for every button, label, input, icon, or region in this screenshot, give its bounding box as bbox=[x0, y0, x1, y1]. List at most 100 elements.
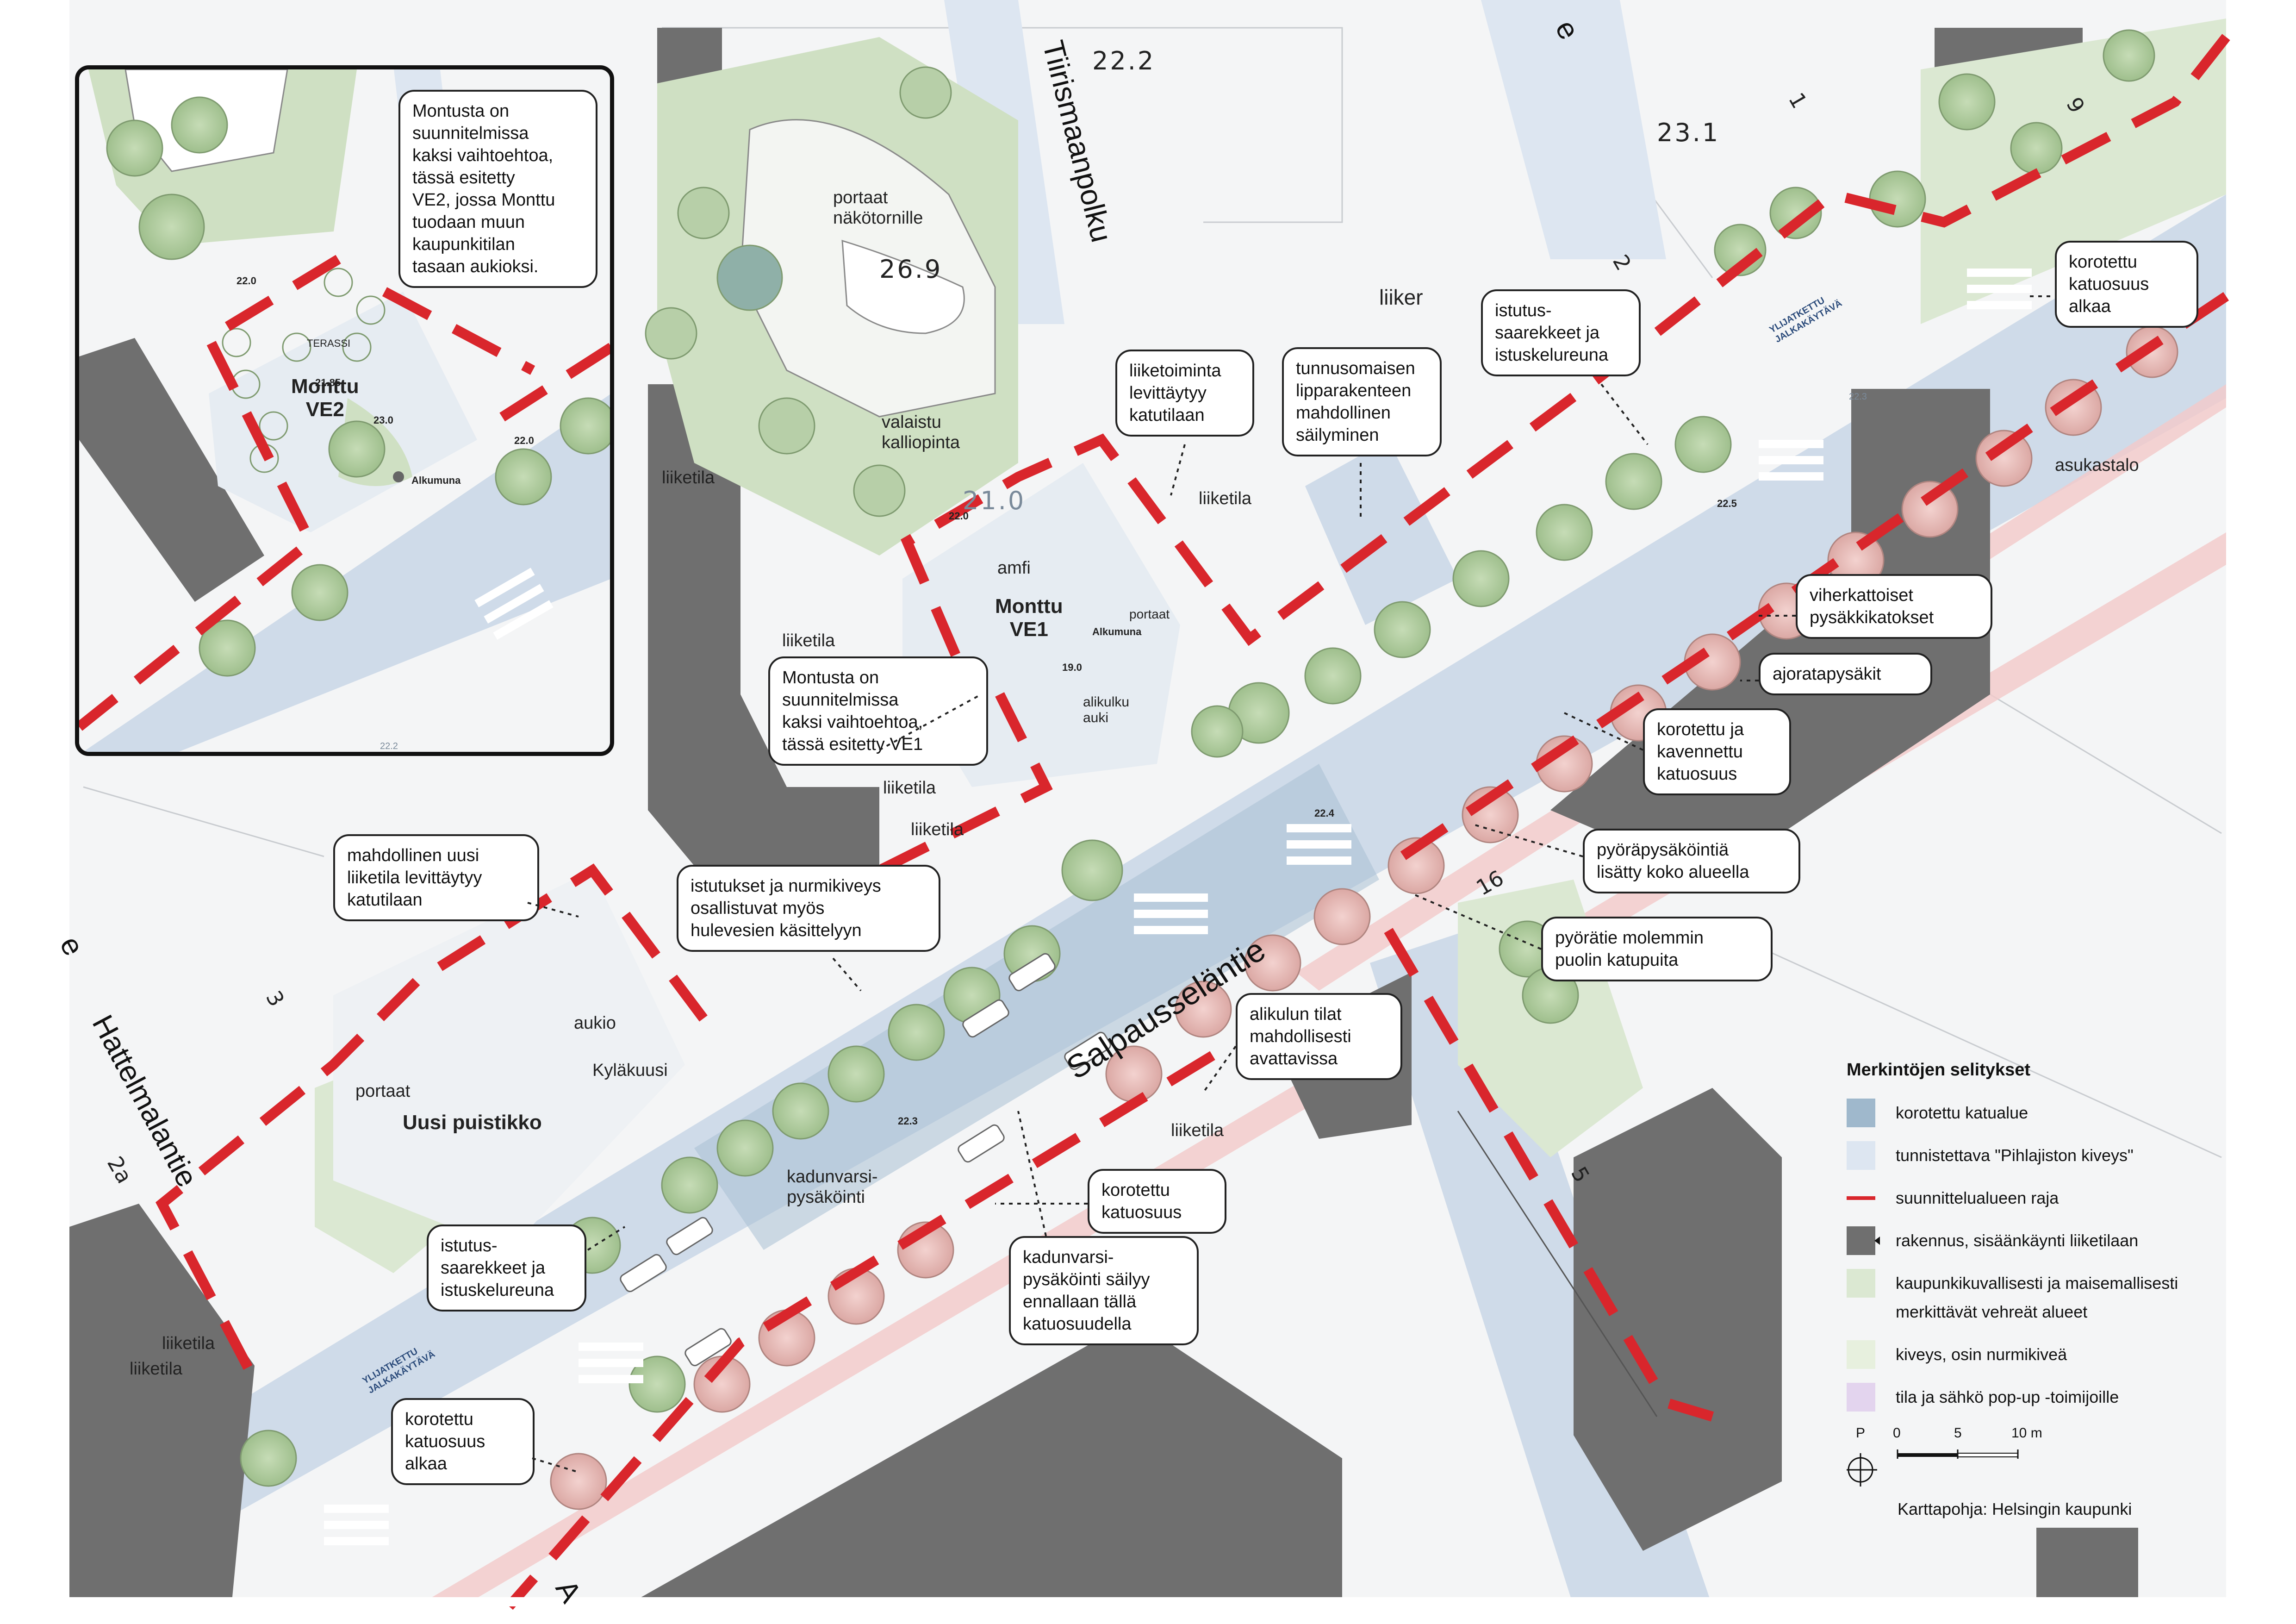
label-aukio: aukio bbox=[574, 1013, 616, 1033]
legend-label: tunnistettava "Pihlajiston kiveys" bbox=[1896, 1146, 2134, 1165]
callout-istutussaarekkeet-top: istutus- saarekkeet ja istuskelureuna bbox=[1481, 289, 1641, 376]
legend-item: tila ja sähkö pop-up -toimijoille bbox=[1847, 1383, 2272, 1412]
label-liiketila-2: liiketila bbox=[782, 631, 835, 650]
legend-item: korotettu katualue bbox=[1847, 1099, 2272, 1127]
legend-item: tunnistettava "Pihlajiston kiveys" bbox=[1847, 1141, 2272, 1170]
legend-item: rakennus, sisäänkäynti liiketilaan bbox=[1847, 1226, 2272, 1255]
label-h190: 19.0 bbox=[1062, 662, 1082, 673]
label-kylakuusi: Kyläkuusi bbox=[592, 1061, 668, 1080]
label-h223: 22.3 bbox=[898, 1115, 918, 1127]
label-alkumuna-1: Alkumuna bbox=[1092, 626, 1142, 637]
callout-korotettu-bottom: korotettu katuosuus alkaa bbox=[391, 1398, 535, 1485]
legend-title: Merkintöjen selitykset bbox=[1847, 1060, 2031, 1080]
inset-map-drawing bbox=[79, 69, 610, 752]
legend-label: rakennus, sisäänkäynti liiketilaan bbox=[1896, 1231, 2139, 1250]
label-h223b: 22.3 bbox=[1849, 392, 1867, 402]
legend-label: tila ja sähkö pop-up -toimijoille bbox=[1896, 1387, 2119, 1406]
label-monttu-ve1: Monttu VE1 bbox=[995, 595, 1063, 641]
label-uusi-puistikko: Uusi puistikko bbox=[403, 1111, 542, 1134]
legend-label: korotettu katualue bbox=[1896, 1103, 2028, 1122]
callout-korotettu-top: korotettu katuosuus alkaa bbox=[2055, 241, 2198, 328]
elevation-21-0: 21.0 bbox=[963, 486, 1026, 515]
callout-lipparakenne: tunnusomaisen lipparakenteen mahdollinen… bbox=[1282, 347, 1442, 456]
label-liiketila-8: liiketila bbox=[130, 1359, 183, 1379]
inset-label-h2185: 21.85 bbox=[315, 377, 341, 388]
label-portaat-2: portaat bbox=[355, 1081, 411, 1101]
callout-ajoratapysakit: ajoratapysäkit bbox=[1759, 653, 1932, 695]
inset-map-monttu-ve2: Montusta on suunnitelmissa kaksi vaihtoe… bbox=[75, 65, 614, 756]
legend-label: kiveys, osin nurmikiveä bbox=[1896, 1345, 2067, 1364]
inset-label-alkumuna: Alkumuna bbox=[411, 475, 461, 486]
label-liiketila-3: liiketila bbox=[883, 778, 936, 798]
label-asukastalo: asukastalo bbox=[2055, 456, 2139, 475]
elevation-26-9: 26.9 bbox=[879, 255, 943, 284]
legend-item: suunnittelualueen raja bbox=[1847, 1184, 2272, 1212]
label-liiketila-5: liiketila bbox=[1199, 489, 1252, 508]
legend-swatch-popup-space bbox=[1847, 1383, 1875, 1412]
elevation-23-1: 23.1 bbox=[1657, 118, 1720, 147]
inset-label-h230: 23.0 bbox=[373, 414, 393, 426]
label-h220: 22.0 bbox=[949, 510, 969, 522]
base-map-credit: Karttapohja: Helsingin kaupunki bbox=[1898, 1499, 2132, 1518]
legend-swatch-paving-grass bbox=[1847, 1340, 1875, 1369]
label-liiketila-1: liiketila bbox=[662, 468, 715, 487]
callout-pyorapysakointi: pyöräpysäköintiä lisätty koko alueella bbox=[1583, 829, 1800, 893]
callout-istutukset-nurmikiveys: istutukset ja nurmikiveys osallistuvat m… bbox=[677, 865, 940, 952]
callout-korotettu-katuosuus: korotettu katuosuus bbox=[1088, 1169, 1226, 1234]
label-portaat-nakotornille: portaat näkötornille bbox=[833, 188, 923, 228]
inset-label-h220a: 22.0 bbox=[236, 275, 256, 287]
label-h225: 22.5 bbox=[1717, 498, 1737, 509]
callout-alikulun-tilat: alikulun tilat mahdollisesti avattavissa bbox=[1236, 993, 1402, 1080]
map-lower-edge bbox=[69, 1597, 2226, 1606]
inset-label-monttu-ve2: Monttu VE2 bbox=[291, 375, 359, 421]
label-amfi: amfi bbox=[997, 558, 1031, 578]
scale-zero: 0 bbox=[1893, 1425, 1901, 1441]
label-alikulku-auki: alikulku auki bbox=[1083, 694, 1130, 725]
callout-pyoratie: pyörätie molemmin puolin katupuita bbox=[1541, 917, 1773, 981]
legend-swatch-green-areas bbox=[1847, 1269, 1875, 1298]
label-liiketila-6: liiketila bbox=[1171, 1121, 1224, 1140]
legend-items: korotettu katualue tunnistettava "Pihlaji… bbox=[1847, 1099, 2272, 1412]
legend-swatch-raised-street bbox=[1847, 1099, 1875, 1127]
rock-trees bbox=[645, 66, 952, 517]
scale-ten: 10 m bbox=[2011, 1425, 2042, 1441]
elevation-22-2: 22.2 bbox=[1092, 46, 1156, 75]
right-north-road bbox=[1481, 0, 1666, 259]
label-portaat-1: portaat bbox=[1129, 607, 1170, 621]
legend-item: kaupunkikuvallisesti ja maisemallisesti … bbox=[1847, 1269, 2272, 1326]
callout-monttu-ve1: Montusta on suunnitelmissa kaksi vaihtoe… bbox=[768, 656, 988, 766]
inset-label-h220b: 22.0 bbox=[514, 435, 534, 446]
callout-istutussaarekkeet-left: istutus- saarekkeet ja istuskelureuna bbox=[427, 1224, 586, 1312]
inset-label-terassi: TERASSI bbox=[307, 337, 351, 349]
aukio-area bbox=[333, 870, 685, 1250]
crosswalks bbox=[324, 269, 2032, 1545]
label-kadunvarsipysakointi: kadunvarsi- pysäköinti bbox=[787, 1167, 878, 1207]
plan-boundary bbox=[156, 34, 2230, 1610]
north-arrow-icon bbox=[1847, 1449, 2019, 1487]
inset-callout: Montusta on suunnitelmissa kaksi vaihtoe… bbox=[398, 90, 597, 288]
raised-street-area bbox=[694, 764, 1379, 1250]
label-valaistu-kalliopinta: valaistu kalliopinta bbox=[882, 412, 960, 452]
label-liiketila-7: liiketila bbox=[162, 1334, 215, 1353]
street-trees-green bbox=[240, 29, 2155, 1487]
legend-swatch-pihlajisto-paving bbox=[1847, 1141, 1875, 1170]
callout-liiketoiminta: liiketoiminta levittäytyy katutilaan bbox=[1115, 350, 1254, 437]
callout-mahdollinen-uusi: mahdollinen uusi liiketila levittäytyy k… bbox=[333, 834, 539, 921]
callout-kadunvarsipysakointi: kadunvarsi- pysäköinti säilyy ennallaan … bbox=[1009, 1236, 1199, 1345]
north-label: P bbox=[1856, 1425, 1866, 1441]
label-liiketila-4: liiketila bbox=[911, 820, 964, 839]
label-liiker: liiker bbox=[1379, 285, 1423, 309]
inset-label-h222: 22.2 bbox=[380, 741, 398, 751]
parked-cars bbox=[620, 953, 1111, 1367]
south-road-line bbox=[1457, 1111, 1658, 1417]
legend-label: kaupunkikuvallisesti ja maisemallisesti … bbox=[1896, 1274, 2178, 1321]
map-legend: Merkintöjen selitykset korotettu katualu… bbox=[1847, 1060, 2272, 1519]
legend-label: suunnittelualueen raja bbox=[1896, 1188, 2059, 1207]
legend-item: kiveys, osin nurmikiveä bbox=[1847, 1340, 2272, 1369]
callout-korotettu-kavennettu: korotettu ja kavennettu katuosuus bbox=[1643, 708, 1791, 795]
legend-swatch-plan-boundary bbox=[1847, 1184, 1875, 1212]
scale-bar: P 0 5 10 m bbox=[1847, 1425, 2272, 1495]
legend-swatch-building bbox=[1847, 1226, 1880, 1255]
label-h224: 22.4 bbox=[1314, 807, 1334, 819]
scale-five: 5 bbox=[1954, 1425, 1962, 1441]
